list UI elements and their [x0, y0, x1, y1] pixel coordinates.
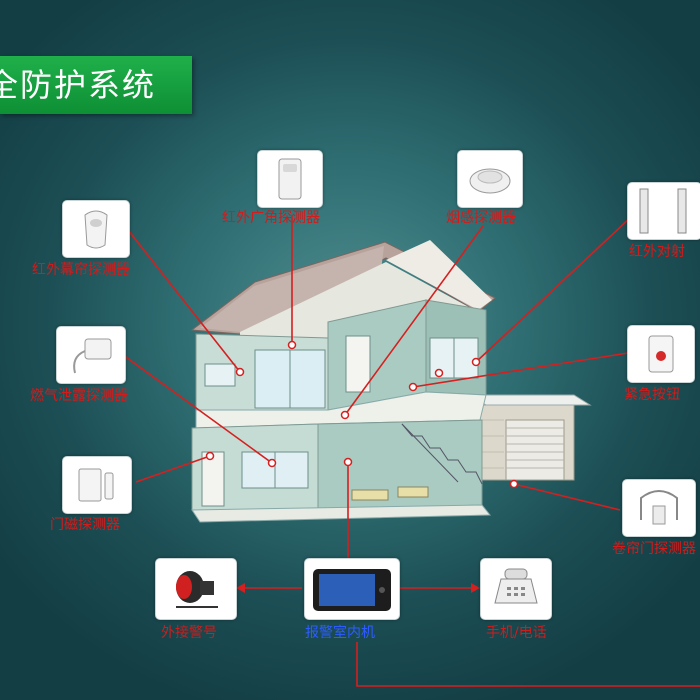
title-banner: 全防护系统	[0, 56, 192, 114]
panic-label: 紧急按钮	[624, 387, 680, 403]
siren-label: 外接警号	[161, 625, 217, 641]
smoke-device	[457, 150, 523, 208]
curtain-sensor-icon	[84, 210, 108, 249]
front-door	[201, 451, 225, 507]
pir-wide-label: 红外广角探测器	[222, 210, 320, 226]
beam-label: 红外对射	[629, 244, 685, 260]
stairs	[401, 423, 483, 485]
pir-wide-device	[257, 150, 323, 208]
smoke-detector-icon	[469, 168, 511, 194]
annex-roof	[468, 394, 592, 406]
rolling-door	[505, 419, 565, 481]
gas-device	[56, 326, 126, 384]
beam-device	[627, 182, 700, 240]
alarm-host-icon	[313, 569, 391, 611]
phone-label: 手机/电话	[486, 625, 547, 641]
smoke-label: 烟感探测器	[446, 210, 516, 226]
connector-lines	[122, 215, 700, 687]
siren-icon	[176, 571, 218, 608]
door-contact-icon	[78, 468, 114, 502]
panic-button-icon	[648, 335, 674, 373]
telephone-icon	[494, 568, 538, 604]
host-label: 报警室内机	[305, 625, 375, 641]
rolling-label: 卷帘门探测器	[612, 541, 696, 557]
arrowheads	[236, 583, 480, 593]
host-device	[304, 558, 400, 620]
sensor-points	[205, 340, 519, 489]
upper-door	[345, 335, 371, 393]
rolling-device	[622, 479, 696, 537]
siren-device	[155, 558, 237, 620]
curtain-device	[62, 200, 130, 258]
curtain-label: 红外幕帘探测器	[32, 262, 130, 278]
panic-device	[627, 325, 695, 383]
infrared-beam-icon	[639, 188, 687, 234]
sofa	[351, 489, 389, 501]
door-label: 门磁探测器	[50, 517, 120, 533]
gas-label: 燃气泄露探测器	[30, 388, 128, 404]
rolling-door-sensor-icon	[640, 490, 678, 525]
gas-leak-detector-icon	[73, 338, 112, 374]
door-device	[62, 456, 132, 514]
phone-device	[480, 558, 552, 620]
pir-wide-angle-sensor-icon	[278, 158, 302, 200]
page-title: 全防护系统	[0, 66, 157, 104]
